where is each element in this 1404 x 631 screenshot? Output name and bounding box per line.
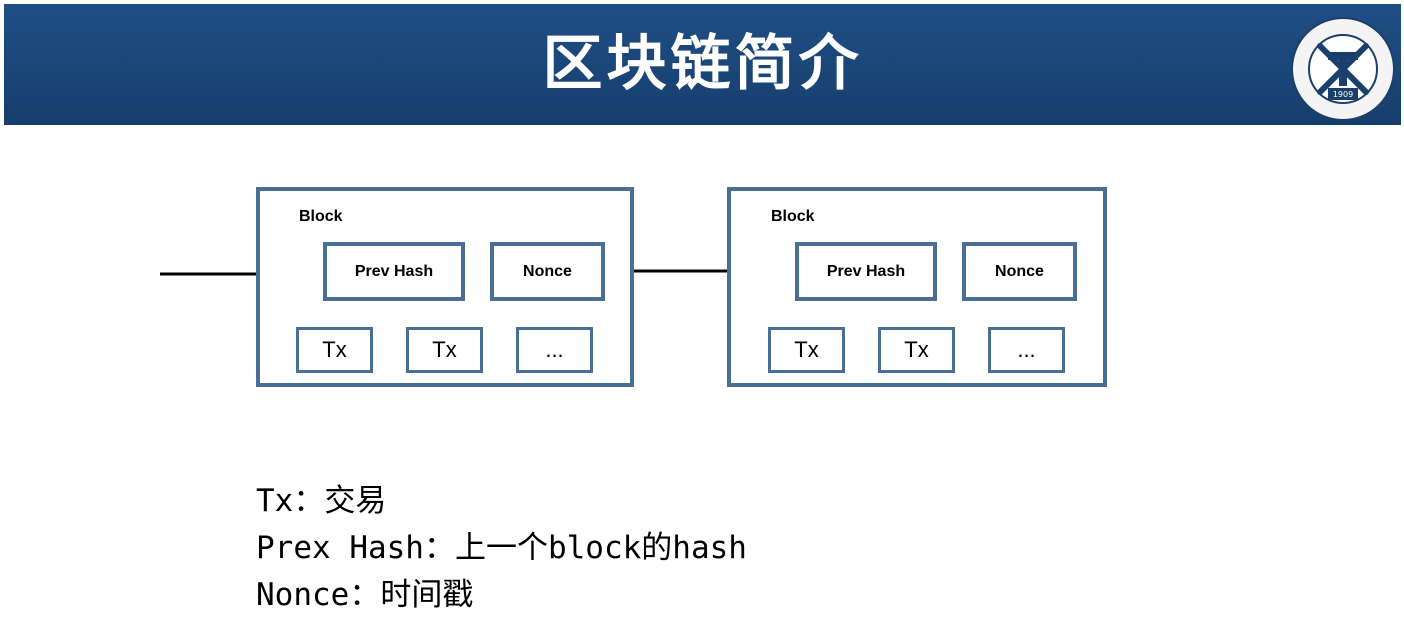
legend-nonce: Nonce：时间戳 (256, 577, 474, 613)
block-2-prev-hash: Prev Hash (795, 242, 937, 301)
legend-prev-hash: Prex Hash：上一个block的hash (256, 530, 747, 566)
slide-title: 区块链简介 (542, 29, 863, 99)
block-1-label: Block (299, 208, 343, 225)
block-1-tx-1: Tx (296, 327, 373, 373)
slide-header: 区块链简介 1909 (4, 4, 1401, 125)
university-logo: 1909 (1291, 17, 1395, 121)
legend-tx: Tx：交易 (256, 483, 387, 519)
block-1-tx-more: ... (516, 327, 593, 373)
block-2-tx-more: ... (988, 327, 1065, 373)
svg-text:1909: 1909 (1333, 90, 1353, 99)
block-2-label: Block (771, 208, 815, 225)
block-1-nonce: Nonce (490, 242, 605, 301)
block-1-tx-2: Tx (406, 327, 483, 373)
legend: Tx：交易 Prex Hash：上一个block的hash Nonce：时间戳 (256, 478, 747, 619)
block-2-tx-2: Tx (878, 327, 955, 373)
block-2-tx-1: Tx (768, 327, 845, 373)
block-1-prev-hash: Prev Hash (323, 242, 465, 301)
block-2-nonce: Nonce (962, 242, 1077, 301)
